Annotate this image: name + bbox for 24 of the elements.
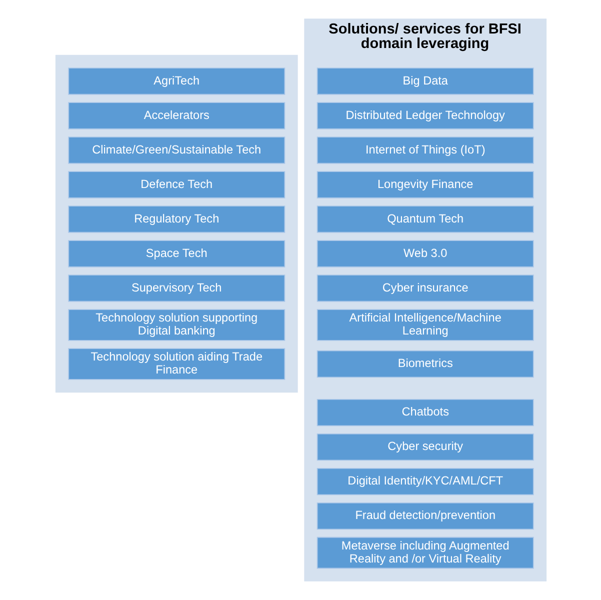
node-box: Regulatory Tech xyxy=(68,206,285,233)
node-box: Defence Tech xyxy=(68,171,285,198)
node-box: Supervisory Tech xyxy=(68,274,285,302)
node-box: Climate/Green/Sustainable Tech xyxy=(68,136,285,164)
node-box: Technology solution supporting Digital banking xyxy=(68,309,285,341)
node-box: Quantum Tech xyxy=(316,206,534,233)
node-box: Digital Identity/KYC/AML/CFT xyxy=(316,468,534,496)
node-box: Big Data xyxy=(316,68,534,95)
node-box: Chatbots xyxy=(316,398,534,426)
node-box: Cyber insurance xyxy=(316,274,534,302)
node-box: Longevity Finance xyxy=(316,171,534,198)
cluster xyxy=(54,54,298,393)
node-box: Distributed Ledger Technology xyxy=(316,102,534,130)
node-box: Cyber security xyxy=(316,433,534,461)
node-box: Artificial Intelligence/Machine Learning xyxy=(316,309,534,341)
node-box: Web 3.0 xyxy=(316,240,534,268)
node-box: Space Tech xyxy=(68,240,285,268)
node-box: Accelerators xyxy=(68,102,285,130)
node-box: Biometrics xyxy=(316,350,534,378)
node-box: Technology solution aiding Trade Finance xyxy=(68,348,285,380)
node-box: Internet of Things (IoT) xyxy=(316,136,534,164)
node-box: Fraud detection/prevention xyxy=(316,502,534,530)
node-box: Metaverse including Augmented Reality and /or Virtual Reality xyxy=(316,536,534,569)
node-box: AgriTech xyxy=(68,68,285,95)
